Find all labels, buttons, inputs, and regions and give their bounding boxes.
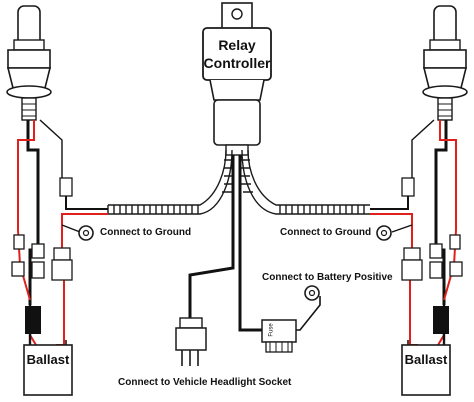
relay-label-line2: Controller	[203, 55, 271, 71]
center-black-wires	[188, 155, 262, 332]
left-connectors	[11, 177, 73, 334]
ballast-label-right: Ballast	[404, 352, 448, 367]
left-headlight-bulb	[6, 5, 52, 121]
battery-ring-terminal	[304, 285, 320, 301]
right-ballast	[401, 340, 451, 396]
relay-label-line1: Relay	[218, 37, 256, 53]
battery-wire	[296, 296, 321, 331]
headlight-socket-label: Connect to Vehicle Headlight Socket	[118, 377, 292, 388]
ground-label-right: Connect to Ground	[280, 227, 372, 238]
left-ground-ring-terminal	[78, 225, 94, 241]
relay-controller	[202, 2, 272, 156]
ground-label-left: Connect to Ground	[100, 227, 192, 238]
right-ground-ring-terminal	[376, 225, 392, 241]
right-headlight-bulb	[422, 5, 468, 121]
fuse-holder	[261, 319, 297, 353]
battery-label: Connect to Battery Positive	[262, 272, 393, 283]
headlight-socket-connector	[175, 317, 207, 366]
left-ballast	[23, 340, 73, 396]
right-connectors	[401, 177, 463, 334]
ballast-label-left: Ballast	[26, 352, 70, 367]
fuse-label: Fuse	[268, 323, 275, 337]
